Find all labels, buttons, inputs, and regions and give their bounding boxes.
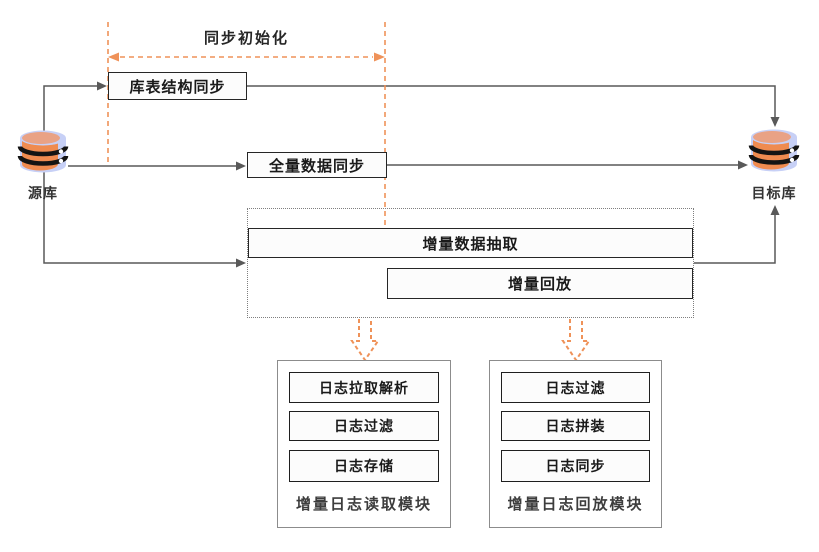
incremental-extract-box: 增量数据抽取 (248, 228, 693, 258)
replay-step-filter: 日志过滤 (501, 372, 650, 403)
arrowhead-into-fullsync (236, 161, 246, 171)
log-reader-module-title: 增量日志读取模块 (295, 495, 432, 513)
arrowhead-into-target-top (770, 117, 780, 127)
sync-init-label: 同步初始化 (203, 29, 289, 47)
orange-arrowheads (108, 52, 385, 62)
schema-sync-box: 库表结构同步 (108, 72, 247, 100)
arrowhead-into-target-bottom (770, 205, 780, 215)
target-database-icon (748, 129, 800, 172)
arrowhead-into-schema (97, 81, 107, 91)
replay-step-assemble: 日志拼装 (501, 411, 650, 441)
incremental-replay-box: 增量回放 (387, 268, 693, 299)
source-to-schema-connector (43, 85, 97, 131)
reader-step-store: 日志存储 (289, 450, 439, 482)
reader-step-parse: 日志拉取解析 (289, 372, 439, 403)
incremental-pipeline-group (247, 208, 694, 318)
source-database-icon (17, 130, 69, 173)
init-range-left-arrowhead (108, 52, 119, 62)
source-db-label: 源库 (28, 186, 58, 202)
gray-connectors (43, 85, 776, 264)
full-sync-box: 全量数据同步 (247, 152, 387, 178)
incremental-to-target-connector (694, 215, 776, 264)
log-replay-module: 日志过滤 日志拼装 日志同步 增量日志回放模块 (489, 360, 662, 528)
schema-to-target-connector (247, 85, 776, 117)
init-range-right-arrowhead (374, 52, 385, 62)
module-feed-arrows (350, 319, 591, 362)
source-to-incremental-connector (43, 172, 236, 264)
gray-arrowheads (97, 81, 780, 268)
arrow-to-reader-module (350, 319, 380, 362)
arrowhead-into-incremental (236, 258, 246, 268)
log-replay-module-title: 增量日志回放模块 (507, 495, 644, 513)
arrowhead-into-target-left (738, 160, 748, 170)
orange-dashed-guides (107, 22, 386, 228)
reader-step-filter: 日志过滤 (289, 411, 439, 441)
replay-step-sync: 日志同步 (501, 450, 650, 482)
target-db-label: 目标库 (751, 186, 797, 202)
log-reader-module: 日志拉取解析 日志过滤 日志存储 增量日志读取模块 (277, 360, 451, 528)
arrow-to-replay-module (561, 319, 591, 362)
